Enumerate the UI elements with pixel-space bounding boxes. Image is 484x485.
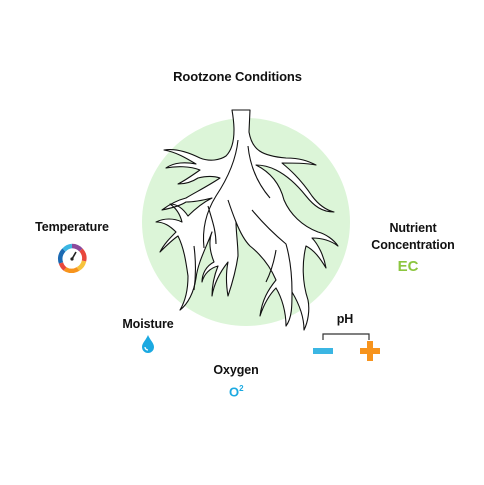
nutrient-label-line2: Concentration (371, 238, 455, 252)
water-drop-icon (142, 335, 154, 353)
thermometer-dial-icon (58, 243, 87, 273)
oxygen-symbol-superscript: 2 (239, 384, 244, 393)
oxygen-label: Oxygen (213, 363, 259, 377)
moisture-label: Moisture (122, 317, 174, 331)
oxygen-symbol: O2 (229, 384, 244, 399)
root-illustration (155, 109, 339, 331)
temperature-label: Temperature (35, 220, 109, 234)
oxygen-symbol-o: O (229, 384, 240, 400)
minus-icon (313, 348, 333, 354)
ph-bracket (322, 333, 370, 340)
diagram-title: Rootzone Conditions (173, 69, 302, 84)
ph-scale (313, 333, 380, 361)
ph-label: pH (336, 312, 354, 326)
plus-icon (360, 341, 380, 361)
nutrient-label-line1: Nutrient (389, 221, 437, 235)
ec-symbol: EC (397, 258, 419, 275)
